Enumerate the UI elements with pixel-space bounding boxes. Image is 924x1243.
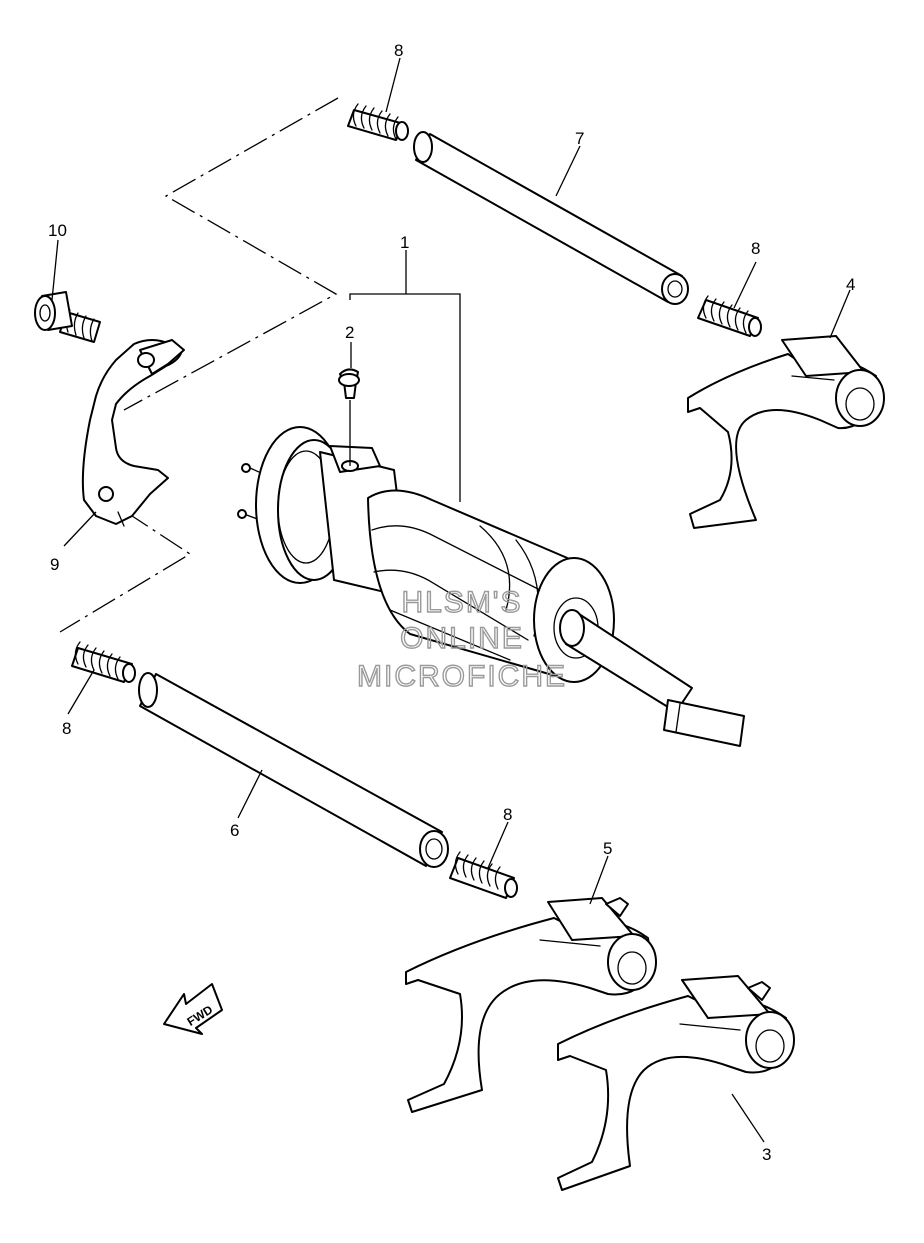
callout-9: 9 <box>50 555 59 574</box>
callout-3: 3 <box>762 1145 771 1164</box>
callout-5: 5 <box>603 839 612 858</box>
callout-8-top: 8 <box>394 41 403 60</box>
spring-lower-right[interactable] <box>449 851 518 899</box>
spring-upper-right[interactable] <box>697 295 762 337</box>
spring-top[interactable] <box>347 103 409 141</box>
shift-fork-upper[interactable] <box>687 335 885 529</box>
callout-6: 6 <box>230 821 239 840</box>
watermark: HLSM'S ONLINE MICROFICHE <box>356 585 567 693</box>
shift-fork-middle[interactable] <box>405 897 657 1113</box>
stopper-plate[interactable] <box>81 339 185 527</box>
spring-left[interactable] <box>71 641 136 683</box>
watermark-line-2: ONLINE <box>400 622 524 655</box>
fwd-arrow-icon: FWD <box>163 983 223 1035</box>
callout-8-upper-right: 8 <box>751 239 760 258</box>
fork-guide-bar-lower[interactable] <box>138 672 449 868</box>
callout-4: 4 <box>846 275 855 294</box>
callout-8-lower-right: 8 <box>503 805 512 824</box>
leader-lines <box>51 57 851 1143</box>
shift-fork-lower[interactable] <box>557 975 795 1191</box>
watermark-line-3: MICROFICHE <box>357 660 567 693</box>
cam-pin[interactable] <box>338 368 360 399</box>
callout-1: 1 <box>400 233 409 252</box>
callout-labels: 1 2 3 4 5 6 7 8 8 8 8 9 10 <box>48 41 855 1164</box>
fork-guide-bar-upper[interactable] <box>413 131 689 305</box>
callout-8-left: 8 <box>62 719 71 738</box>
bolt[interactable] <box>34 291 101 343</box>
watermark-line-1: HLSM'S <box>401 586 522 619</box>
shift-cam-assembly[interactable] <box>237 426 745 747</box>
reference-lines <box>59 97 339 633</box>
callout-2: 2 <box>345 323 354 342</box>
callout-10: 10 <box>48 221 67 240</box>
callout-7: 7 <box>575 129 584 148</box>
